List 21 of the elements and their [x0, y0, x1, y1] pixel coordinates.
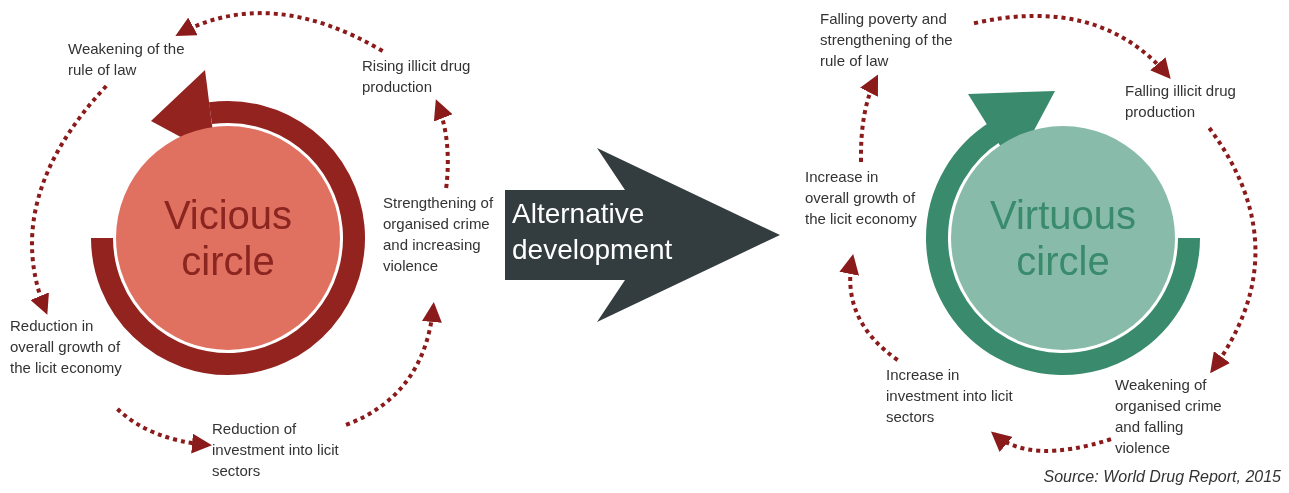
step-label: Reduction of investment into licit sectors: [212, 418, 342, 484]
dotted-arrow: [345, 302, 442, 427]
step-label: Weakening of organised crime and falling violence: [1115, 374, 1240, 462]
dotted-arrow: [433, 99, 453, 189]
dotted-arrow: [973, 13, 1171, 79]
step-label: Falling illicit drug production: [1125, 80, 1255, 124]
dotted-arrow: [30, 84, 108, 315]
dotted-arrow: [1207, 126, 1258, 374]
step-label: Strengthening of organised crime and increasing violence: [383, 192, 495, 302]
dotted-arrow: [840, 254, 899, 362]
dotted-arrow: [990, 431, 1112, 453]
dotted-arrow: [859, 74, 879, 162]
dotted-arrow: [116, 407, 212, 454]
arrow-label: Alternative development: [512, 197, 674, 267]
step-label: Increase in investment into licit sectors: [886, 364, 1016, 430]
step-label: Weakening of the rule of law: [68, 38, 193, 82]
step-label: Rising illicit drug production: [362, 55, 492, 99]
caption: Source: World Drug Report, 2015: [1043, 468, 1281, 486]
dotted-arrow: [175, 11, 384, 53]
step-label: Increase in overall growth of the licit economy: [805, 166, 919, 254]
step-label: Falling poverty and strengthening of the rule of law: [820, 8, 970, 74]
